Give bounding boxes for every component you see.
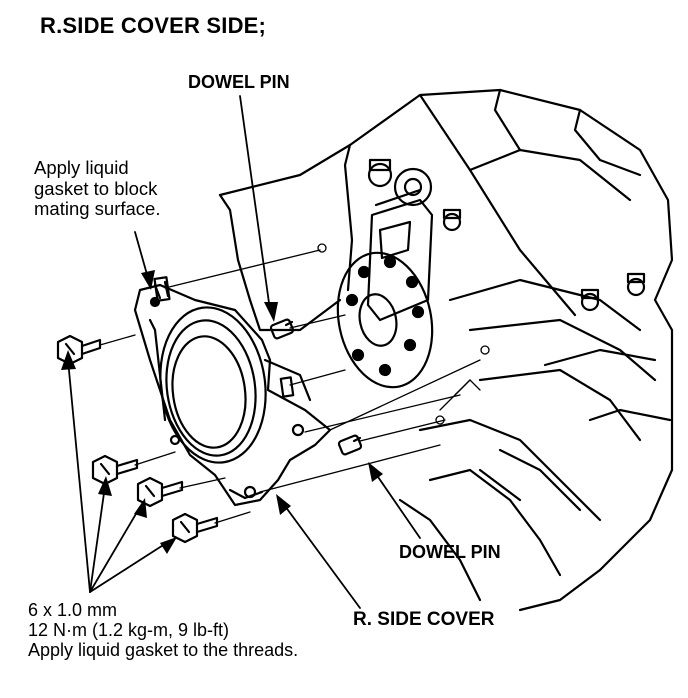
crank-flange <box>336 251 434 389</box>
alignment-lines <box>99 243 490 524</box>
dowel-pin-label-top: DOWEL PIN <box>188 72 290 92</box>
right-side-cover <box>133 283 332 507</box>
dowel-pins <box>269 318 363 456</box>
engine-bolts <box>367 158 646 312</box>
engine-block <box>218 88 674 612</box>
dowel-pin-label-bottom: DOWEL PIN <box>399 542 501 562</box>
gasket-note-label: Apply liquid gasket to block mating surf… <box>34 157 161 220</box>
page-title: R.SIDE COVER SIDE; <box>40 13 267 38</box>
side-cover-label: R. SIDE COVER <box>353 609 495 630</box>
leader-lines <box>67 95 421 609</box>
arrowheads <box>61 270 383 554</box>
bolt-spec-label: 6 x 1.0 mm 12 N·m (1.2 kg-m, 9 lb-ft) Ap… <box>28 600 299 661</box>
cover-studs <box>153 276 295 398</box>
loose-bolts <box>56 334 219 544</box>
